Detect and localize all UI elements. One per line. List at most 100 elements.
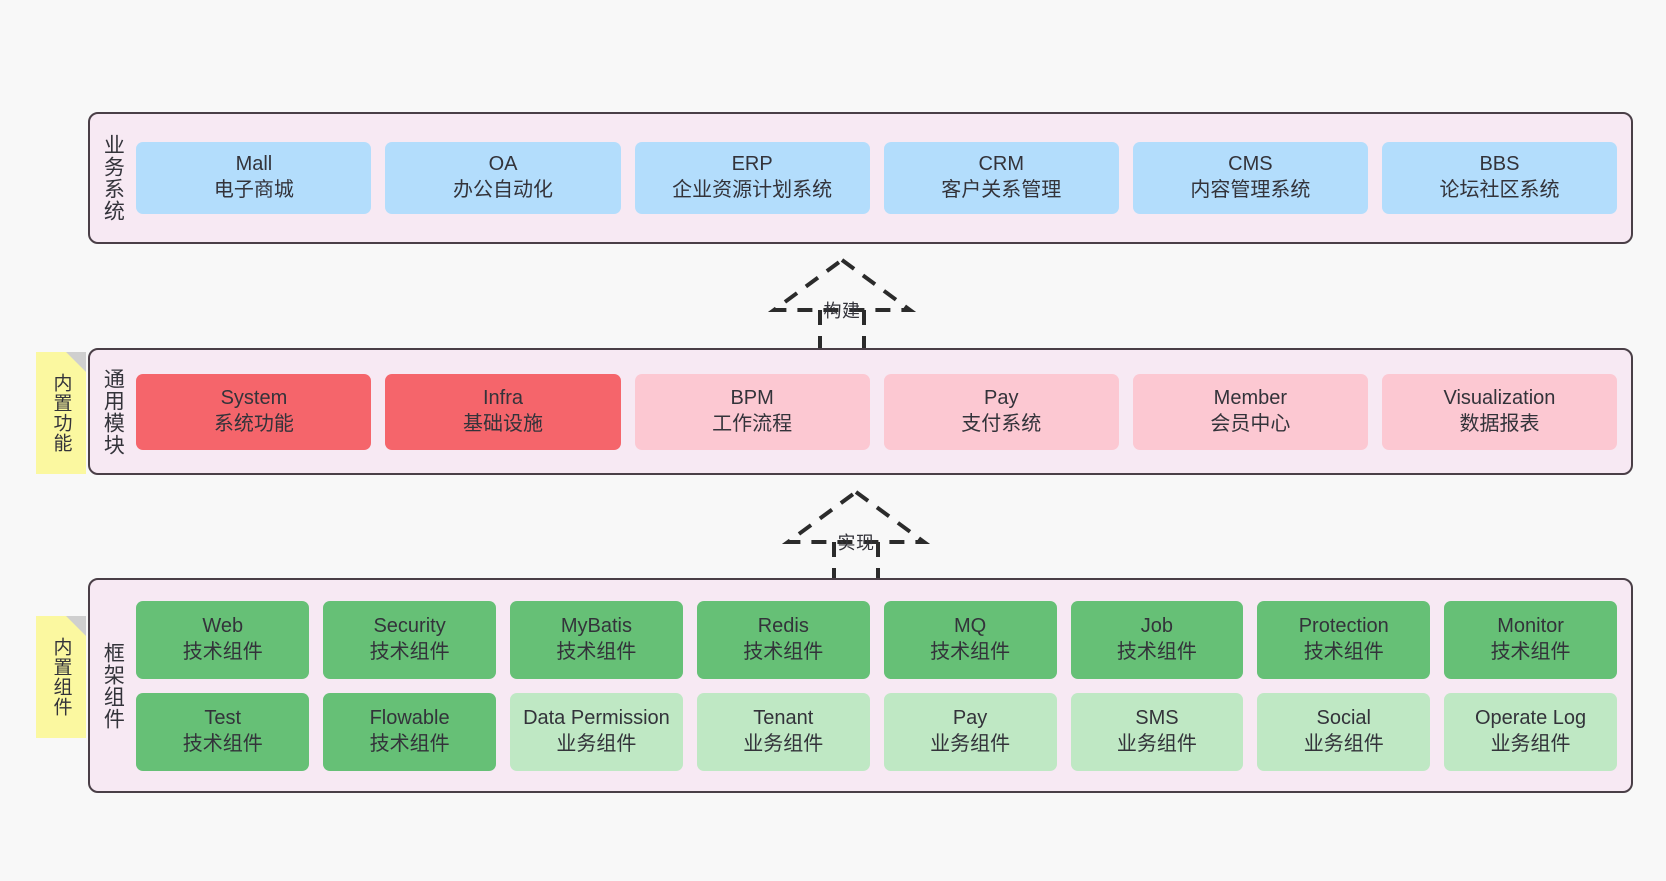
card-title: Visualization [1443,386,1556,409]
layer-title-framework-components: 框架组件 [101,641,125,730]
card-title: Test [204,706,242,729]
card-pay-module[interactable]: Pay 支付系统 [883,373,1119,450]
card-subtitle: 会员中心 [1210,412,1291,435]
note-builtin-components: 内置组件 [36,616,86,738]
card-sms[interactable]: SMS 业务组件 [1070,692,1244,771]
note-builtin-features: 内置功能 [36,352,86,474]
card-subtitle: 工作流程 [712,412,793,435]
card-row: Test 技术组件 Flowable 技术组件 Data Permission … [136,692,1617,771]
card-subtitle: 基础设施 [463,412,544,435]
card-subtitle: 电子商城 [213,179,294,201]
layer-title-business-system: 业务系统 [101,134,125,222]
card-title: CMS [1228,153,1273,176]
card-subtitle: 内容管理系统 [1190,179,1311,201]
connector-label-build: 构建 [823,301,861,321]
card-title: Job [1140,614,1174,637]
card-bbs[interactable]: BBS 论坛社区系统 [1381,142,1618,214]
card-web[interactable]: Web 技术组件 [136,600,310,679]
card-title: Protection [1298,614,1389,637]
card-title: Member [1213,386,1288,409]
card-title: Data Permission [523,706,670,729]
card-title: Tenant [753,706,814,729]
card-operate-log[interactable]: Operate Log 业务组件 [1444,692,1617,771]
card-subtitle: 技术组件 [1303,640,1384,663]
card-subtitle: 技术组件 [1490,640,1571,663]
card-redis[interactable]: Redis 技术组件 [696,600,870,679]
card-visualization[interactable]: Visualization 数据报表 [1381,373,1618,450]
card-mall[interactable]: Mall 电子商城 [136,142,372,214]
card-oa[interactable]: OA 办公自动化 [385,142,621,214]
note-fold-icon [66,352,86,372]
card-protection[interactable]: Protection 技术组件 [1257,600,1431,679]
card-title: Pay [952,706,988,729]
card-title: Infra [483,386,524,409]
card-title: Operate Log [1474,706,1587,729]
card-title: OA [488,153,518,176]
card-row: System 系统功能 Infra 基础设施 BPM 工作流程 Pay 支付系统… [136,373,1618,450]
card-subtitle: 技术组件 [369,640,450,663]
card-title: MQ [953,614,987,637]
card-subtitle: 业务组件 [1490,732,1571,755]
card-subtitle: 业务组件 [1116,732,1197,755]
card-subtitle: 业务组件 [743,732,824,755]
card-mq[interactable]: MQ 技术组件 [883,600,1057,679]
layer-body-common-modules: System 系统功能 Infra 基础设施 BPM 工作流程 Pay 支付系统… [132,350,1631,473]
card-title: Redis [757,614,809,637]
card-flowable[interactable]: Flowable 技术组件 [323,692,497,771]
layer-body-framework-components: Web 技术组件 Security 技术组件 MyBatis 技术组件 Redi… [132,580,1631,791]
card-subtitle: 业务组件 [930,732,1011,755]
card-title: Pay [984,386,1019,409]
card-title: SMS [1135,706,1179,729]
card-subtitle: 技术组件 [182,732,263,755]
connector-label-realize: 实现 [837,533,875,553]
card-subtitle: 技术组件 [369,732,450,755]
card-title: System [220,386,288,409]
card-subtitle: 企业资源计划系统 [672,179,833,201]
card-row: Web 技术组件 Security 技术组件 MyBatis 技术组件 Redi… [136,600,1617,679]
card-member[interactable]: Member 会员中心 [1132,373,1368,450]
note-label: 内置功能 [50,373,72,453]
card-infra[interactable]: Infra 基础设施 [385,373,621,450]
card-subtitle: 技术组件 [743,640,824,663]
note-fold-icon [66,616,86,636]
card-erp[interactable]: ERP 企业资源计划系统 [634,142,870,214]
card-cms[interactable]: CMS 内容管理系统 [1132,142,1368,214]
card-title: Flowable [369,706,450,729]
layer-common-modules: 通用模块 System 系统功能 Infra 基础设施 BPM 工作流程 Pay… [88,348,1633,475]
connector-build: 构建 [752,256,932,352]
card-title: Mall [235,153,273,176]
card-title: MyBatis [560,614,632,637]
card-title: CRM [978,153,1025,176]
card-tenant[interactable]: Tenant 业务组件 [696,692,870,771]
card-subtitle: 论坛社区系统 [1439,179,1560,201]
card-security[interactable]: Security 技术组件 [323,600,497,679]
card-subtitle: 数据报表 [1459,412,1540,435]
card-title: Security [373,614,446,637]
card-subtitle: 技术组件 [182,640,263,663]
card-title: BPM [730,386,774,409]
card-job[interactable]: Job 技术组件 [1070,600,1244,679]
connector-realize: 实现 [766,488,946,584]
layer-title-common-modules: 通用模块 [101,367,125,456]
card-monitor[interactable]: Monitor 技术组件 [1444,600,1617,679]
layer-framework-components: 框架组件 Web 技术组件 Security 技术组件 MyBatis 技术组件… [88,578,1633,793]
card-crm[interactable]: CRM 客户关系管理 [883,142,1119,214]
card-row: Mall 电子商城 OA 办公自动化 ERP 企业资源计划系统 CRM 客户关系… [136,142,1618,214]
card-data-permission[interactable]: Data Permission 业务组件 [510,692,683,771]
card-bpm[interactable]: BPM 工作流程 [634,373,870,450]
card-test[interactable]: Test 技术组件 [136,692,310,771]
layer-body-business-system: Mall 电子商城 OA 办公自动化 ERP 企业资源计划系统 CRM 客户关系… [132,114,1631,242]
card-subtitle: 支付系统 [961,412,1042,435]
card-title: Web [202,614,244,637]
card-subtitle: 客户关系管理 [941,179,1062,201]
card-system[interactable]: System 系统功能 [136,373,372,450]
card-subtitle: 办公自动化 [453,179,554,201]
card-social[interactable]: Social 业务组件 [1257,692,1431,771]
card-pay-component[interactable]: Pay 业务组件 [883,692,1057,771]
card-title: Social [1316,706,1371,729]
card-subtitle: 系统功能 [213,412,294,435]
card-subtitle: 技术组件 [1116,640,1197,663]
card-subtitle: 技术组件 [556,640,637,663]
card-mybatis[interactable]: MyBatis 技术组件 [510,600,683,679]
